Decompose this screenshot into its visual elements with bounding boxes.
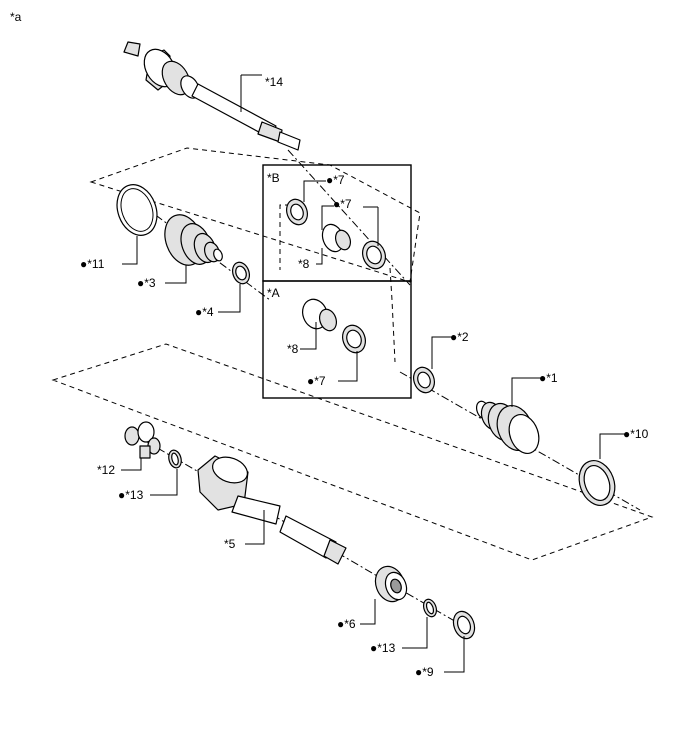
part-13-snap-ring-bottom <box>422 598 438 618</box>
part-9-seal <box>452 610 476 640</box>
part-10-clamp <box>578 460 616 506</box>
box-a-link <box>389 267 396 363</box>
box-a-label: *A <box>267 286 280 300</box>
part-4-clamp <box>231 261 251 285</box>
callout-12: *12 <box>97 463 115 477</box>
part-5-inboard-joint <box>197 455 347 565</box>
callout-9: ●*9 <box>415 665 434 679</box>
part-6-bearing <box>374 565 408 603</box>
callout-7-box-a: ●*7 <box>307 374 326 388</box>
box-b-clamp-lower <box>362 240 386 270</box>
part-11-clamp <box>116 184 158 236</box>
upper-group-outline <box>89 147 421 283</box>
box-a-clamp <box>342 324 366 354</box>
box-b-clamp-upper <box>286 198 308 226</box>
callout-10: ●*10 <box>623 427 649 441</box>
callout-4: ●*4 <box>195 305 214 319</box>
part-13-snap-ring-left <box>168 449 182 469</box>
callout-6: ●*6 <box>337 617 356 631</box>
callout-7-box-b-1: ●*7 <box>326 173 345 187</box>
corner-label: *a <box>10 10 22 24</box>
callout-1: ●*1 <box>539 371 558 385</box>
callout-7-box-b-2: ●*7 <box>333 197 352 211</box>
box-b-damper <box>321 223 352 253</box>
box-b-link <box>279 204 290 270</box>
callout-8-box-a: *8 <box>287 342 299 356</box>
callout-8-box-b: *8 <box>298 257 310 271</box>
part-1-boot <box>475 400 540 454</box>
part-12-tripod <box>124 421 161 459</box>
axis-upper <box>287 149 411 286</box>
box-a-damper <box>302 298 338 332</box>
part-3-boot <box>164 214 223 266</box>
callout-2: ●*2 <box>450 330 469 344</box>
callout-3: ●*3 <box>137 276 156 290</box>
leader-lines <box>121 74 625 673</box>
callout-14: *14 <box>265 75 283 89</box>
callout-11: ●*11 <box>80 257 105 271</box>
detail-box-a <box>262 280 412 399</box>
callout-13-bottom: ●*13 <box>370 641 396 655</box>
part-2-clamp <box>413 366 435 394</box>
lower-group-outline <box>51 343 654 561</box>
box-b-label: *B <box>267 171 280 185</box>
callout-13-left: ●*13 <box>118 488 144 502</box>
callout-5: *5 <box>224 537 236 551</box>
part-14-shaft <box>123 41 301 151</box>
